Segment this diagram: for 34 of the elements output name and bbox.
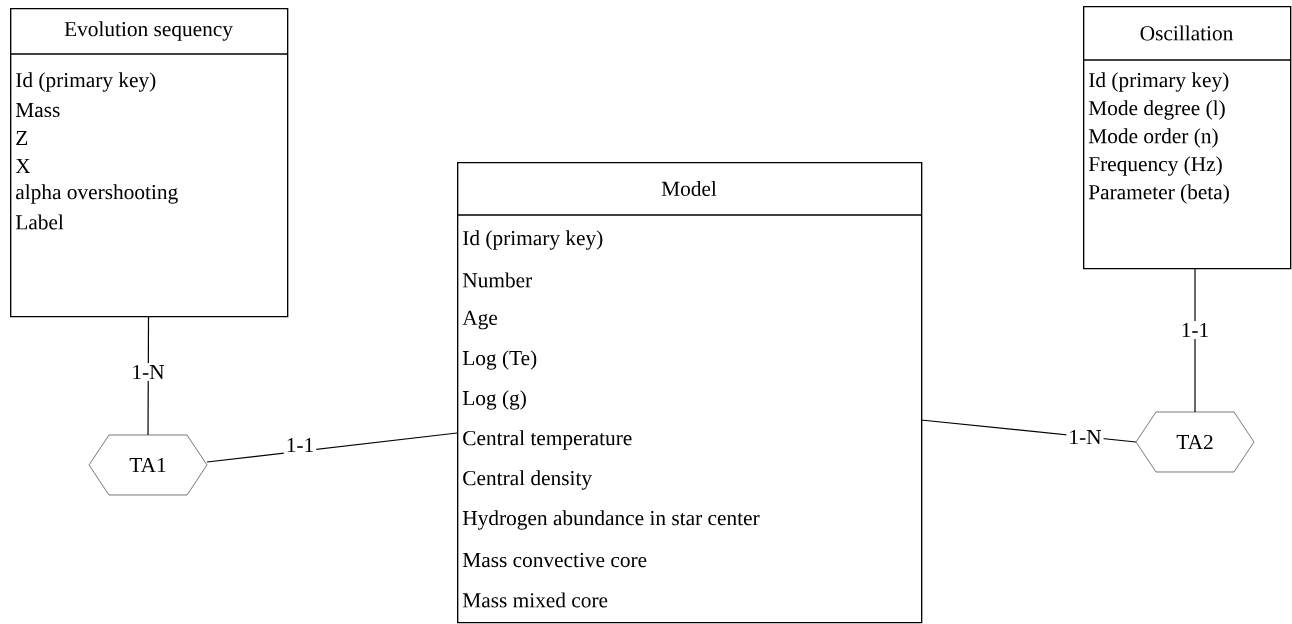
attribute-row: Mass [15, 102, 60, 118]
cardinality-label: 1-1 [287, 437, 313, 453]
attribute-row: Hydrogen abundance in star center [462, 510, 760, 530]
attribute-row: Mass convective core [462, 552, 647, 568]
cardinality-label: 1-1 [1182, 322, 1208, 338]
attribute-row: Id (primary key) [1089, 72, 1229, 92]
relation-hexagon: TA2 [1135, 411, 1255, 473]
table-heading: Model [661, 181, 717, 196]
attribute-row: Central density [463, 470, 592, 490]
attribute-row: Id (primary key) [16, 72, 156, 92]
cardinality-label: 1-N [133, 364, 165, 380]
attribute-row: Id (primary key) [463, 230, 603, 250]
attribute-row: Log (Te) [462, 350, 537, 370]
entity-table [9, 8, 289, 318]
attribute-row: Mode order (n) [1088, 128, 1218, 148]
relation-hexagon: TA1 [88, 434, 208, 496]
attribute-row: Parameter (beta) [1088, 184, 1229, 204]
attribute-row: Label [15, 214, 64, 230]
cardinality-label: 1-N [1070, 429, 1102, 445]
attribute-row: Central temperature [463, 430, 632, 450]
attribute-row: Age [462, 310, 498, 330]
attribute-row: X [15, 159, 31, 173]
entity-table [456, 162, 923, 624]
attribute-row: Log (g) [462, 390, 526, 410]
connector-line [1194, 267, 1196, 413]
attribute-row: Z [16, 131, 28, 145]
attribute-row: Mode degree (l) [1088, 100, 1225, 120]
attribute-row: Number [462, 272, 532, 288]
entity-table [1082, 6, 1292, 270]
table-heading: Oscillation [1140, 25, 1233, 41]
table-heading: Evolution sequency [64, 21, 233, 41]
attribute-row: Mass mixed core [462, 592, 608, 608]
attribute-row: alpha overshooting [16, 184, 178, 204]
attribute-row: Frequency (Hz) [1088, 156, 1222, 176]
